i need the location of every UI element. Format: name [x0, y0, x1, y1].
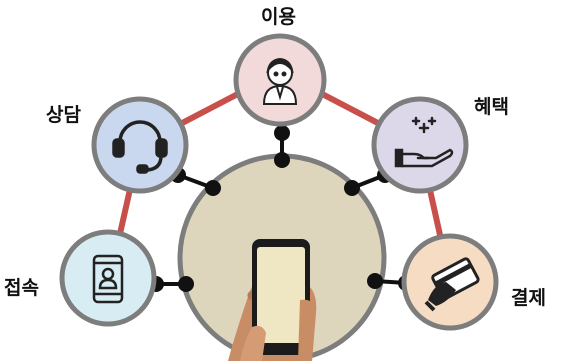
user-icon	[262, 57, 298, 105]
node-upper-left	[91, 96, 189, 194]
label-upper-left: 상담	[46, 104, 81, 126]
hand-sparkle-icon	[394, 116, 454, 168]
label-lower-left: 접속	[4, 277, 39, 299]
label-top: 이용	[261, 6, 296, 28]
phone-contact-icon	[92, 254, 124, 304]
node-lower-left	[59, 229, 157, 327]
card-payment-icon	[424, 257, 480, 312]
hand-holding-phone-icon	[228, 239, 317, 361]
node-upper-right	[371, 96, 469, 194]
node-lower-right	[401, 233, 499, 331]
node-top	[233, 33, 327, 127]
headset-icon	[112, 120, 168, 174]
connector-dots	[148, 125, 414, 292]
label-upper-right: 혜택	[474, 96, 509, 118]
label-lower-right: 결제	[511, 287, 546, 309]
